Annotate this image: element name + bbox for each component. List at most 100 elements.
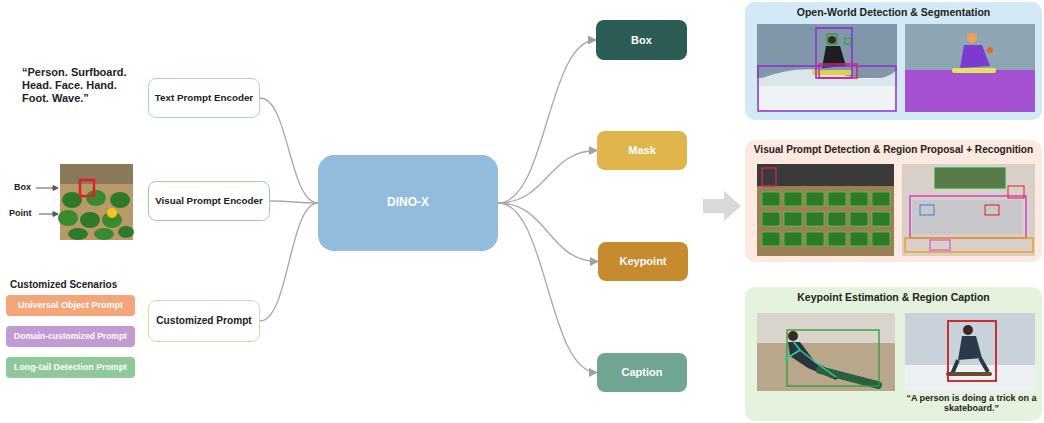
scenario-pill: Long-tail Detection Prompt <box>6 357 135 378</box>
watermelon-detection-image <box>757 164 894 256</box>
keypoint-image <box>784 341 836 377</box>
node-text: Visual Prompt Encoder <box>155 195 263 206</box>
keypoint-image <box>788 331 798 341</box>
skateboard-image <box>963 325 973 335</box>
leader-arrow <box>53 212 58 217</box>
skateboard-image <box>905 313 1035 391</box>
skateboard-image <box>948 321 996 381</box>
watermelon-image <box>58 164 134 240</box>
leader-arrow <box>36 188 55 189</box>
encoder-box: Customized Prompt <box>148 300 260 342</box>
skateboard-image <box>958 336 982 360</box>
watermelon-image <box>94 228 114 240</box>
watermelon-detection-image <box>806 212 824 226</box>
surf-segmentation-image <box>952 68 996 73</box>
node-text: Keypoint <box>619 255 666 268</box>
watermelon-detection-image <box>850 232 868 246</box>
living-room-image <box>985 205 999 215</box>
keypoint-image <box>788 342 840 380</box>
keypoint-image <box>757 313 895 391</box>
node-text: Keypoint Estimation & Region Caption <box>797 291 990 303</box>
skateboard-image <box>952 358 988 374</box>
connector <box>270 201 318 203</box>
living-room-image <box>905 238 1033 252</box>
surf-segmentation-image <box>905 24 1035 112</box>
watermelon-detection-image <box>850 212 868 226</box>
watermelon-detection-image <box>784 232 802 246</box>
watermelon-image <box>58 210 78 226</box>
skateboard-image <box>905 313 1035 391</box>
surf-detection-image <box>757 24 897 112</box>
result-panel: Open-World Detection & Segmentation <box>745 2 1042 120</box>
connector <box>498 203 597 373</box>
surf-detection-image <box>758 66 896 111</box>
scenario-pill: Universal Object Prompt <box>6 295 135 316</box>
node-text: Long-tail Detection Prompt <box>14 362 127 372</box>
watermelon-detection-image <box>806 192 824 206</box>
encoder-box: Visual Prompt Encoder <box>148 181 270 221</box>
node-text: Box <box>631 34 652 47</box>
surf-detection-image <box>812 70 852 75</box>
watermelon-detection-image <box>762 212 780 226</box>
node-text: Customized Prompt <box>156 315 251 327</box>
keypoint-image <box>787 330 879 386</box>
keypoint-image <box>757 313 895 343</box>
skateboard-image <box>946 372 992 376</box>
encoder-box: Text Prompt Encoder <box>148 78 260 118</box>
living-room-image <box>930 240 950 250</box>
keypoint-image <box>784 350 800 360</box>
watermelon-image <box>107 208 117 218</box>
watermelon-image <box>60 164 133 240</box>
skateboard-image <box>905 365 1035 391</box>
node-text: Open-World Detection & Segmentation <box>797 6 990 18</box>
watermelon-detection-image <box>762 232 780 246</box>
keypoint-image <box>757 313 895 391</box>
watermelon-image <box>68 228 88 240</box>
watermelon-detection-image <box>784 192 802 206</box>
panel-background <box>745 2 1042 120</box>
surf-detection-image <box>816 28 852 78</box>
watermelon-image <box>86 190 106 206</box>
watermelon-detection-image <box>762 192 780 206</box>
surf-segmentation-image <box>960 45 990 68</box>
connector <box>498 151 597 204</box>
living-room-image <box>920 205 934 215</box>
output-box: Box <box>596 20 687 60</box>
node-text: Mask <box>628 144 656 157</box>
prompt-type-label: Point <box>9 208 32 219</box>
living-room-image <box>902 164 1035 256</box>
watermelon-detection-image <box>828 232 846 246</box>
result-panel: Keypoint Estimation & Region Caption“A p… <box>745 287 1042 421</box>
panel-background <box>745 2 1042 421</box>
panel-background <box>745 287 1042 421</box>
connector <box>498 203 598 262</box>
living-room-image <box>1008 186 1024 198</box>
watermelon-image <box>110 192 130 208</box>
living-room-image <box>902 164 1035 256</box>
output-box: Keypoint <box>598 242 688 281</box>
result-panel: Visual Prompt Detection & Region Proposa… <box>745 140 1042 262</box>
surf-detection-image <box>827 34 837 44</box>
watermelon-image <box>60 164 133 184</box>
watermelon-detection-image <box>757 164 894 186</box>
leader-arrow <box>36 186 58 217</box>
watermelon-detection-image <box>762 192 890 246</box>
surf-detection-image <box>757 24 897 112</box>
living-room-image <box>935 168 1005 188</box>
watermelon-detection-image <box>762 168 776 186</box>
prompt-type-label: Box <box>14 182 31 193</box>
watermelon-image <box>118 226 134 238</box>
watermelon-detection-image <box>850 192 868 206</box>
model-box: DINO-X <box>318 155 498 251</box>
surf-detection-image <box>845 38 851 44</box>
watermelon-image <box>80 212 100 228</box>
living-room-image <box>912 200 1022 234</box>
output-box: Caption <box>597 353 687 392</box>
node-text: DINO-X <box>387 196 429 210</box>
watermelon-detection-image <box>806 232 824 246</box>
block-arrow <box>703 191 741 221</box>
surf-detection-image <box>828 36 836 44</box>
panel-background <box>745 140 1042 262</box>
